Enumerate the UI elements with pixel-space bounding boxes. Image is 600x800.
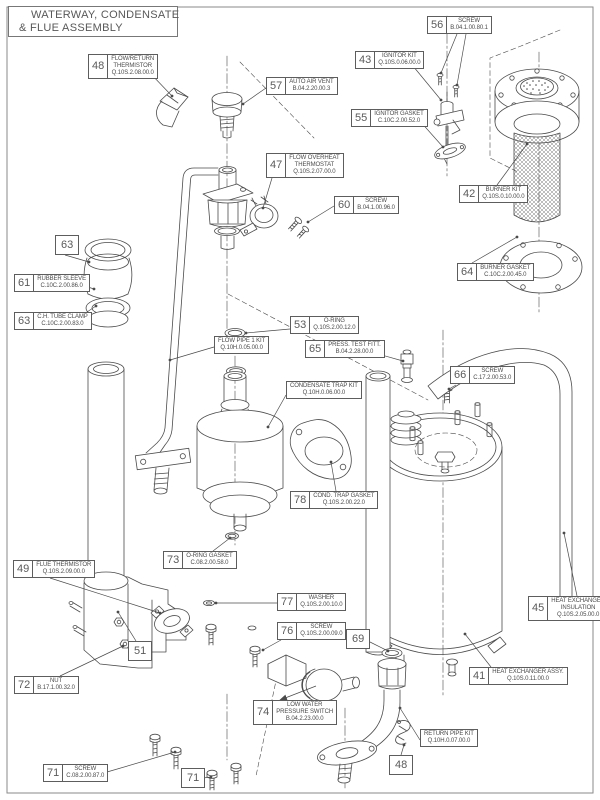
screw-76-drawing <box>205 623 261 668</box>
leader-line <box>244 328 291 335</box>
leader-line <box>329 460 337 492</box>
o-ring-53-drawing <box>224 328 246 376</box>
ignitor-kit-drawing <box>433 91 465 165</box>
leader-line <box>447 384 457 391</box>
flow-return-thermistor-drawing <box>156 87 189 128</box>
rubber-sleeve-drawing <box>83 238 133 328</box>
leader-line <box>116 610 137 642</box>
title-block: WATERWAY, CONDENSATE & FLUE ASSEMBLY <box>8 6 180 37</box>
leader-line <box>463 632 492 668</box>
page-border <box>6 6 594 794</box>
tank-studs <box>409 402 493 456</box>
leader-line <box>400 743 406 756</box>
leader-line <box>455 33 467 87</box>
leader-line <box>266 394 287 429</box>
leader-line <box>149 72 174 98</box>
leader-line <box>367 640 390 653</box>
burner-kit-drawing <box>494 68 580 223</box>
leader-line <box>471 235 519 264</box>
leader-line <box>439 33 458 75</box>
leader-line <box>496 142 529 186</box>
leader-line <box>64 254 91 264</box>
leader-line <box>261 639 282 652</box>
nut-72-drawing <box>113 617 131 649</box>
screw-71-drawing <box>149 733 242 791</box>
heat-exchanger-assy-drawing <box>373 402 507 677</box>
auto-air-vent-drawing <box>211 92 243 139</box>
leader-line <box>261 177 273 210</box>
leader-line <box>212 536 232 552</box>
leader-line <box>49 577 162 615</box>
cond-trap-gasket-drawing <box>289 419 352 480</box>
flow-pipe-assembly-drawing <box>134 166 254 495</box>
leader-line <box>59 644 125 677</box>
leader-line <box>398 706 421 741</box>
washer-77-drawing <box>203 600 215 607</box>
return-pipe-drawing <box>316 648 411 784</box>
low-water-pressure-switch-drawing <box>267 654 360 702</box>
leader-line <box>106 750 177 773</box>
leader-line <box>168 346 215 362</box>
press-test-fitting-drawing <box>400 349 414 383</box>
page-title-line1: WATERWAY, CONDENSATE <box>31 9 180 21</box>
burner-gasket-drawing <box>499 240 583 294</box>
leader-line <box>412 65 443 102</box>
leader-line <box>241 87 267 106</box>
leader-line <box>370 351 405 363</box>
screw-60-drawing <box>288 216 310 239</box>
page-title-line2: & FLUE ASSEMBLY <box>19 22 123 34</box>
screw-56-drawing <box>436 72 460 98</box>
flow-overheat-thermostat-drawing <box>239 195 279 237</box>
leader-line <box>279 685 317 701</box>
flue-thermistor-drawing <box>150 605 194 638</box>
ignitor-gasket-drawing <box>434 142 466 160</box>
leader-line <box>306 205 335 224</box>
standpipe-drawing <box>365 370 391 656</box>
condensate-trap-drawing <box>196 371 284 540</box>
leader-line <box>562 531 578 597</box>
